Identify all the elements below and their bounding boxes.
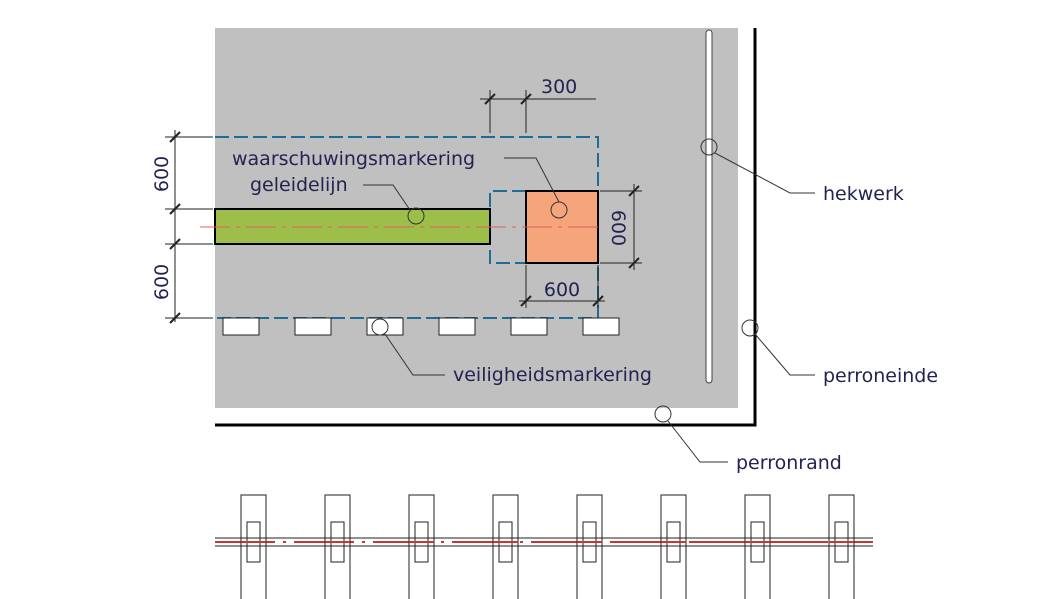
- leaders: [363, 138, 815, 463]
- sleeper: [828, 494, 855, 599]
- dim-top-gap: 600: [151, 156, 173, 192]
- dim-tile-height: 600: [607, 210, 629, 246]
- label-platform-end: perroneinde: [823, 365, 938, 387]
- safety-marker: [582, 317, 620, 336]
- label-platform-edge: perronrand: [736, 452, 842, 474]
- leader-circle-safety: [371, 318, 389, 336]
- sleeper: [744, 494, 771, 599]
- sleeper: [492, 494, 519, 599]
- label-safety-marking: veiligheidsmarkering: [453, 364, 652, 386]
- rails: [215, 537, 873, 547]
- label-warning-marking: waarschuwingsmarkering: [232, 148, 475, 170]
- leader-circle-end: [741, 319, 759, 337]
- label-guide-line: geleidelijn: [250, 174, 348, 196]
- safety-marker: [510, 317, 548, 336]
- dim-bottom-gap: 600: [151, 264, 173, 300]
- leader-circle-edge: [654, 405, 672, 423]
- fence: [705, 29, 713, 384]
- sleeper: [660, 494, 687, 599]
- dimension-lines: [165, 90, 642, 324]
- safety-marker: [222, 317, 260, 336]
- warning-zone-boundary: [215, 136, 599, 319]
- safety-markers: [222, 317, 620, 336]
- safety-marker: [438, 317, 476, 336]
- leader-circle-fence: [700, 138, 718, 156]
- dim-offset-top: 300: [541, 76, 577, 98]
- safety-marker: [366, 317, 404, 336]
- safety-marker: [294, 317, 332, 336]
- label-fence: hekwerk: [823, 183, 904, 205]
- dim-tile-width: 600: [544, 279, 580, 301]
- sleeper: [576, 494, 603, 599]
- leader-circle-guide: [407, 207, 425, 225]
- sleeper: [324, 494, 351, 599]
- railway-track: [215, 494, 873, 599]
- sleeper: [240, 494, 267, 599]
- sleeper: [408, 494, 435, 599]
- platform-edge-line: [215, 28, 757, 427]
